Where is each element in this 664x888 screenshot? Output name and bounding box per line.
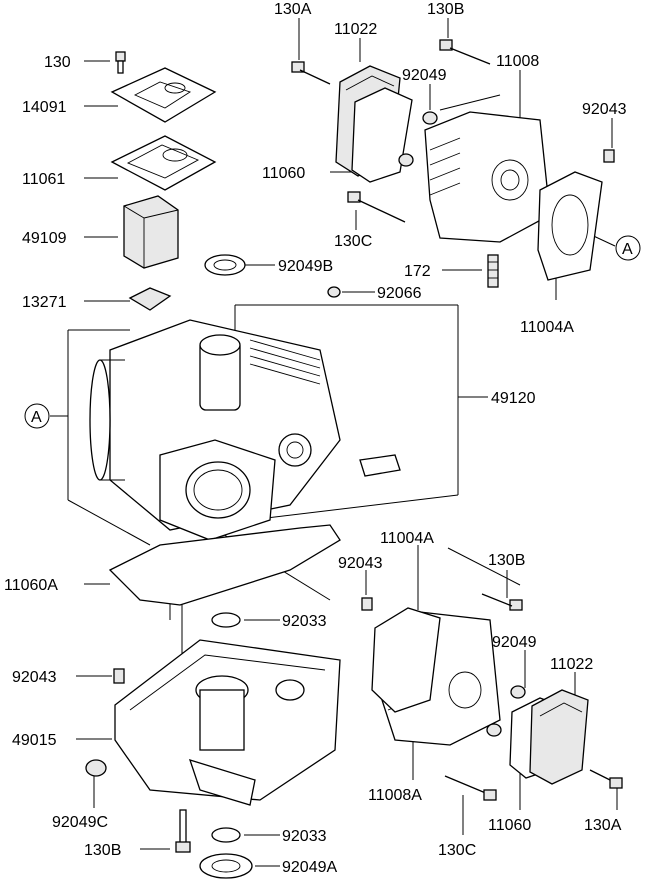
label-11008: 11008 — [496, 53, 539, 70]
label-a-left: A — [31, 409, 42, 426]
seal-92049-mid-icon — [486, 685, 526, 737]
oring-92033-lower-icon — [211, 827, 241, 843]
label-92033-top: 92033 — [282, 613, 327, 630]
bolt-130b-bottom-icon — [175, 809, 191, 853]
oring-92033-upper-icon — [211, 612, 241, 628]
label-92049-top: 92049 — [402, 67, 447, 84]
label-172: 172 — [404, 263, 431, 280]
label-11004a-mid: 11004A — [380, 530, 434, 547]
label-13271: 13271 — [22, 294, 67, 311]
label-130a-bottom: 130A — [584, 817, 622, 834]
label-92043-left: 92043 — [12, 669, 57, 686]
gasket-11061-icon — [110, 135, 217, 191]
bolt-130b-top-icon — [439, 39, 491, 65]
label-14091: 14091 — [22, 99, 67, 116]
bolt-130a-top-icon — [291, 61, 331, 85]
label-11004a-top: 11004A — [520, 319, 574, 336]
cap-92066-icon — [327, 286, 341, 298]
label-92049c: 92049C — [52, 814, 108, 831]
seal-92049b-icon — [204, 254, 246, 276]
seal-92049c-icon — [85, 759, 107, 777]
label-130a-top: 130A — [274, 1, 312, 18]
cylinder-block-49120-icon — [89, 319, 401, 541]
label-11022-bottom: 11022 — [550, 656, 593, 673]
cylinder-head-11008-icon — [424, 111, 551, 243]
bolt-130c-top-icon — [347, 191, 406, 223]
dowel-92043-top-icon — [603, 149, 615, 163]
label-92049b: 92049B — [278, 258, 333, 275]
cover-plate-14091-icon — [110, 67, 217, 123]
label-92049-mid: 92049 — [492, 634, 537, 651]
gasket-11004a-bottom-icon — [371, 607, 441, 713]
label-a-right: A — [622, 241, 633, 258]
label-11060a: 11060A — [4, 577, 58, 594]
crankcase-49015-icon — [114, 639, 341, 806]
label-130b-mid: 130B — [488, 552, 525, 569]
gasket-11060a-icon — [108, 524, 341, 606]
plate-13271-icon — [128, 287, 172, 311]
filter-block-49109-icon — [123, 195, 179, 269]
label-11008a: 11008A — [368, 787, 422, 804]
label-11022-top: 11022 — [334, 21, 377, 38]
label-92066: 92066 — [377, 285, 422, 302]
label-92043-top: 92043 — [582, 101, 627, 118]
spring-172-icon — [487, 254, 499, 288]
dowel-92043-left-icon — [113, 668, 125, 684]
label-130b-bottom: 130B — [84, 842, 121, 859]
label-11060-bottom: 11060 — [488, 817, 531, 834]
dowel-92043-mid-icon — [361, 597, 373, 611]
gasket-11004a-top-icon — [537, 171, 603, 281]
valve-cover-11022-bottom-icon — [529, 689, 589, 785]
reference-a-right-circle — [615, 235, 641, 261]
label-130c-top: 130C — [334, 233, 372, 250]
label-11060-top: 11060 — [262, 165, 305, 182]
label-92043-mid: 92043 — [338, 555, 383, 572]
bolt-130b-mid-icon — [481, 593, 523, 611]
bolt-130a-bottom-icon — [589, 769, 623, 789]
seal-92049a-icon — [199, 853, 253, 879]
label-49120: 49120 — [491, 390, 536, 407]
label-130b-top: 130B — [427, 1, 464, 18]
label-49015: 49015 — [12, 732, 57, 749]
label-130: 130 — [44, 54, 71, 71]
label-92033-bottom: 92033 — [282, 828, 327, 845]
seal-92049-top-icon — [398, 111, 438, 167]
label-92049a: 92049A — [282, 859, 337, 876]
reference-a-left-circle — [24, 403, 50, 429]
label-49109: 49109 — [22, 230, 67, 247]
bolt-130c-bottom-icon — [444, 775, 497, 801]
screw-130-icon — [115, 51, 126, 74]
label-130c-bottom: 130C — [438, 842, 476, 859]
gasket-11060-top-icon — [351, 87, 413, 183]
label-11061: 11061 — [22, 171, 65, 188]
